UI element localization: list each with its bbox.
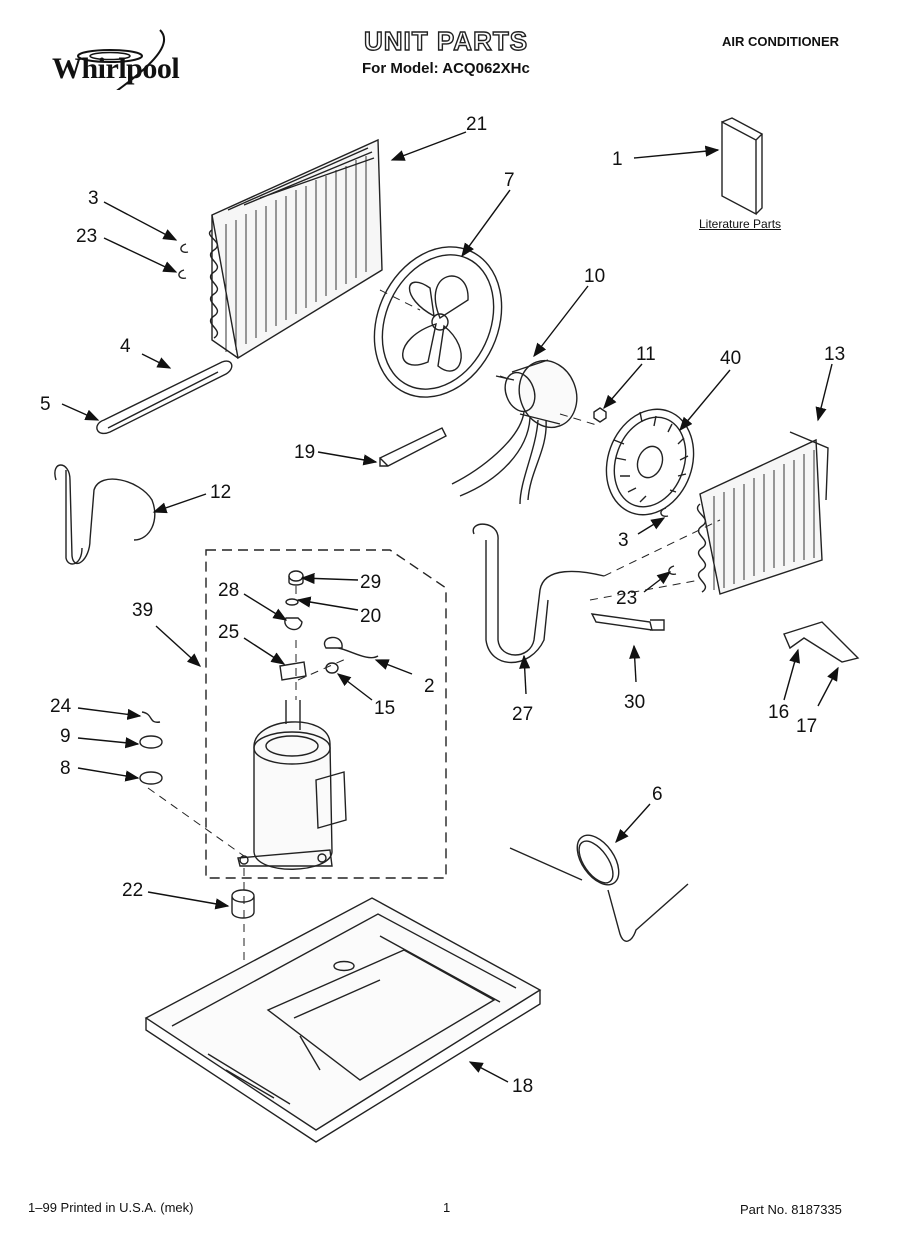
callout-39: 39 — [132, 600, 153, 621]
callout-19: 19 — [294, 442, 315, 463]
callout-28: 28 — [218, 580, 239, 601]
terminal-parts — [279, 570, 379, 681]
model-line: For Model: ACQ062XHc — [362, 60, 530, 77]
blower-wheel — [605, 408, 695, 516]
grommet-parts — [139, 711, 163, 785]
callout-15: 15 — [374, 698, 395, 719]
callout-6: 6 — [652, 784, 663, 805]
callout-4: 4 — [120, 336, 131, 357]
callout-5: 5 — [40, 394, 51, 415]
fan-motor — [451, 359, 578, 505]
callout-40: 40 — [720, 348, 741, 369]
part-number: Part No. 8187335 — [740, 1202, 842, 1217]
callout-25: 25 — [218, 622, 239, 643]
callout-23-evap: 23 — [616, 588, 637, 609]
callout-23: 23 — [76, 226, 97, 247]
callout-labels: 1 2 3 3 4 5 6 7 8 9 10 11 12 13 15 16 17… — [40, 114, 845, 1097]
capillary-tube — [54, 464, 156, 564]
base-pan — [144, 897, 542, 1143]
leader-lines — [61, 131, 839, 1083]
evaporator-coil — [697, 431, 829, 595]
capillary-coil — [509, 834, 689, 942]
callout-22: 22 — [122, 880, 143, 901]
compressor-group-box — [205, 549, 447, 879]
callout-24: 24 — [50, 696, 72, 717]
callout-27: 27 — [512, 704, 533, 725]
brand-swirl-icon — [77, 29, 166, 90]
brand-wordmark: Whirlpool — [52, 52, 180, 85]
callout-3-evap: 3 — [618, 530, 629, 551]
callout-10: 10 — [584, 266, 605, 287]
callout-29: 29 — [360, 572, 381, 593]
nut-part — [593, 407, 607, 423]
print-info: 1–99 Printed in U.S.A. (mek) — [28, 1200, 194, 1215]
heater-tube — [96, 360, 233, 435]
callout-7: 7 — [504, 170, 515, 191]
condenser-coil — [209, 138, 383, 360]
callout-1: 1 — [612, 149, 623, 170]
page-number: 1 — [443, 1200, 451, 1215]
callout-21: 21 — [466, 114, 487, 135]
callout-16: 16 — [768, 702, 789, 723]
callout-12: 12 — [210, 482, 231, 503]
thermistor-sensor — [590, 613, 665, 631]
tie-strap — [378, 427, 447, 467]
literature-booklet — [721, 117, 764, 216]
callout-17: 17 — [796, 716, 817, 737]
literature-parts-label: Literature Parts — [699, 217, 782, 231]
callout-3: 3 — [88, 188, 99, 209]
callout-30: 30 — [624, 692, 645, 713]
suction-tube — [472, 523, 605, 656]
brand-logo: Whirlpool — [52, 29, 180, 90]
callout-13: 13 — [824, 344, 845, 365]
callout-11: 11 — [636, 344, 656, 365]
compressor-grommet — [231, 889, 255, 919]
callout-2: 2 — [424, 676, 435, 697]
callout-8: 8 — [60, 758, 71, 779]
compressor — [237, 700, 347, 870]
category-label: AIR CONDITIONER — [722, 34, 839, 49]
callout-18: 18 — [512, 1076, 533, 1097]
page-title: UNIT PARTS — [363, 25, 529, 56]
mounting-bracket — [783, 621, 860, 663]
callout-9: 9 — [60, 726, 71, 747]
callout-20: 20 — [360, 606, 381, 627]
